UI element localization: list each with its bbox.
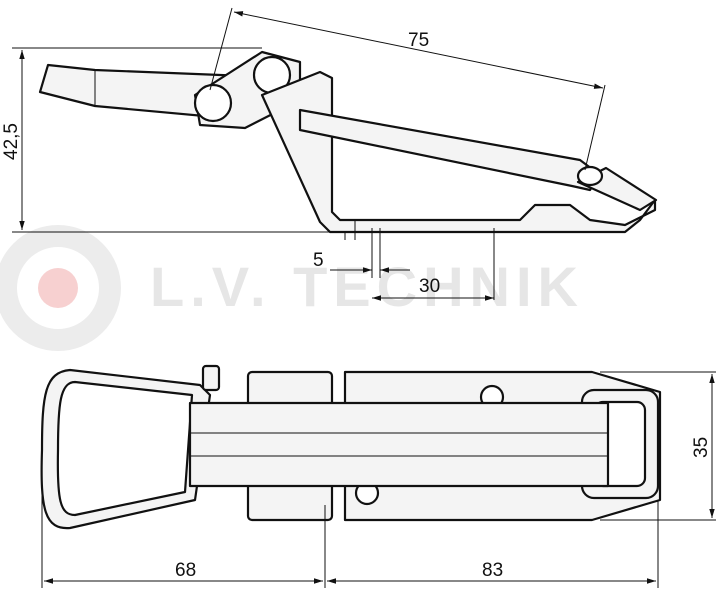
adjust-knob (201, 364, 221, 392)
dim-line-length-slant (233, 11, 604, 89)
hook-eye (576, 165, 604, 187)
dim-label-68: 68 (175, 560, 196, 581)
dim-label-75: 75 (408, 30, 429, 51)
dim-label-30: 30 (419, 276, 440, 297)
dim-label-35: 35 (691, 437, 712, 458)
hook-rod (298, 108, 602, 192)
watermark-text: L.V. TECHNIK (150, 255, 584, 318)
pivot-hole-1 (193, 83, 233, 123)
wire-bail-inner (56, 380, 194, 517)
dimension-lines (12, 7, 716, 588)
watermark-logo: L.V. TECHNIK (0, 225, 584, 351)
dim-label-5: 5 (313, 250, 324, 271)
latch-top-view (40, 364, 662, 530)
dim-label-83: 83 (482, 560, 503, 581)
dim-label-42-5: 42,5 (1, 123, 22, 160)
lever-bar (188, 401, 610, 488)
